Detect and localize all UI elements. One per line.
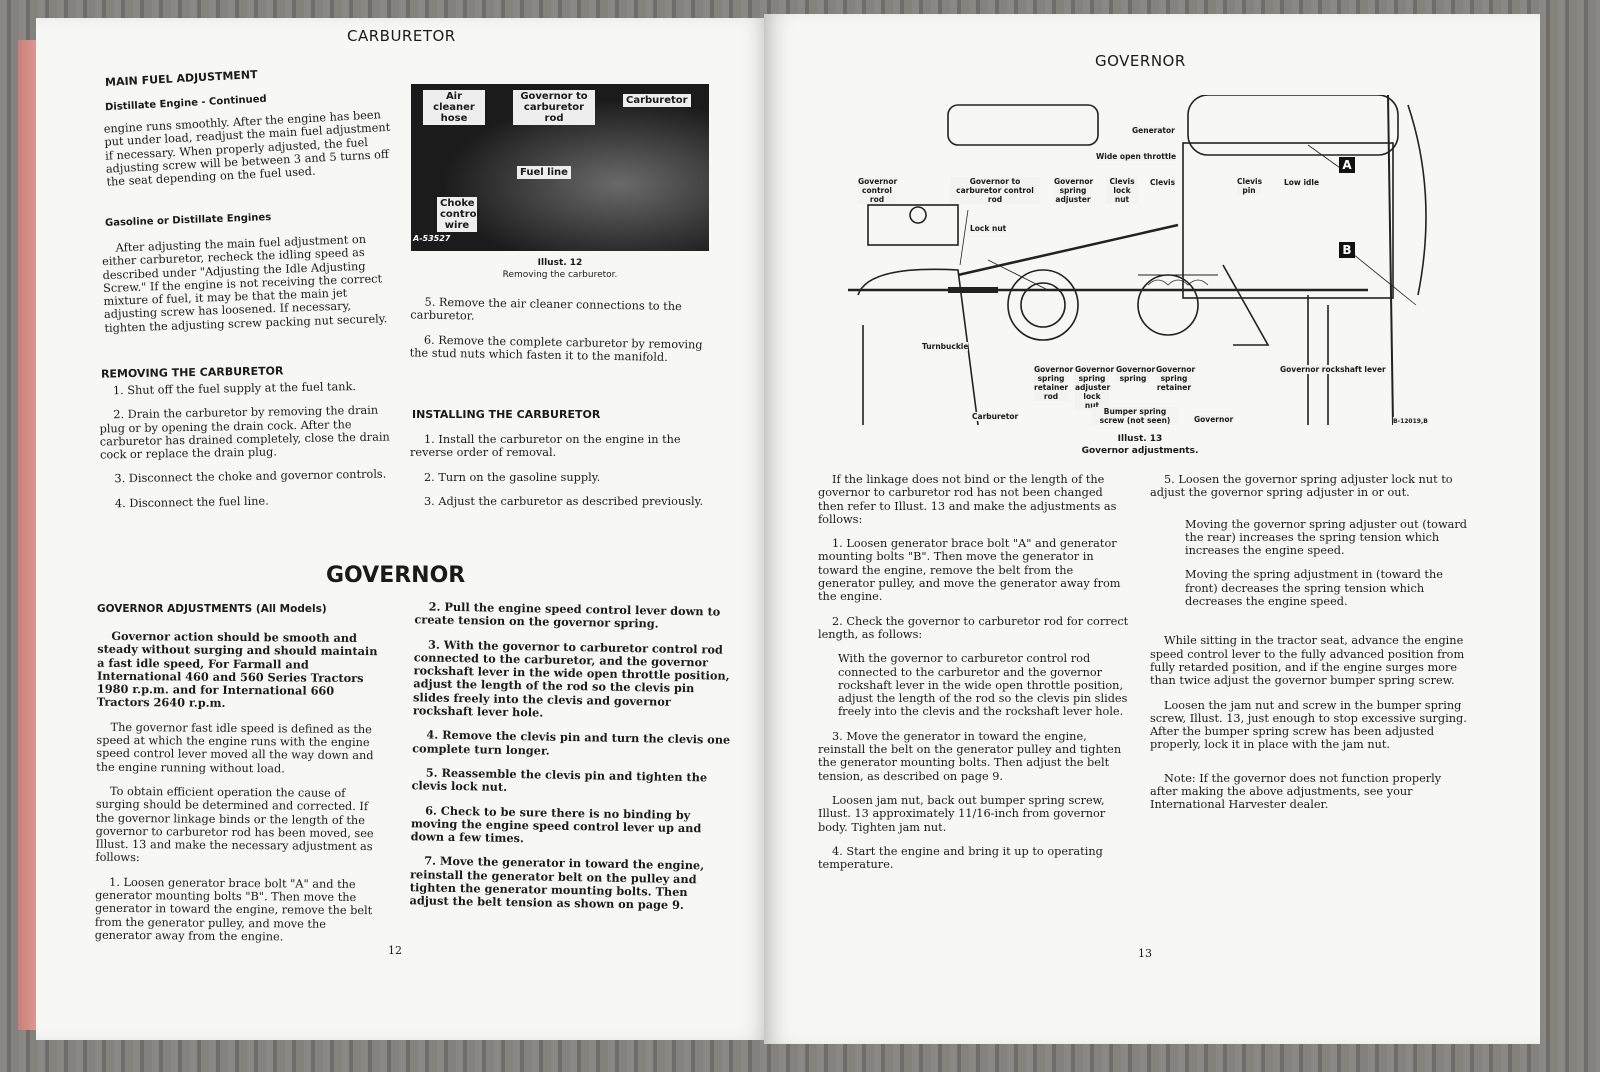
- photo-label: Governor to carburetor rod: [513, 90, 595, 125]
- note: Note: If the governor does not function …: [1150, 771, 1442, 812]
- diagram-label: Governor control rod: [858, 177, 898, 204]
- diagram-drawing: [848, 95, 1427, 426]
- diagram-label: Low idle: [1284, 178, 1320, 187]
- step: 1. Loosen generator brace bolt "A" and g…: [818, 537, 1121, 604]
- paragraph: Loosen the jam nut and screw in the bump…: [1150, 698, 1467, 752]
- photo-label: Fuel line: [517, 166, 571, 179]
- paragraph: While sitting in the tractor seat, advan…: [1150, 634, 1465, 688]
- diagram-label: Clevis lock nut: [1106, 177, 1138, 204]
- diagram-label: Clevis pin: [1237, 177, 1263, 195]
- page-title-carburetor: CARBURETOR: [347, 27, 456, 45]
- paragraph: Loosen jam nut, back out bumper spring s…: [818, 793, 1106, 834]
- photo-label: Carburetor: [623, 94, 691, 107]
- paragraph: Governor action should be smooth and ste…: [96, 628, 378, 711]
- photo-label: Choke control wire: [437, 197, 480, 232]
- diagram-label: Governor to carburetor control rod: [950, 177, 1040, 204]
- figure-caption: Illust. 12 Removing the carburetor.: [502, 258, 618, 280]
- step: 6. Remove the complete carburetor by rem…: [409, 333, 703, 364]
- diagram-label: Generator: [1132, 126, 1175, 135]
- page-title-governor: GOVERNOR: [1095, 52, 1186, 70]
- bolt-b-marker: B: [1339, 242, 1355, 258]
- bolt-a-marker: A: [1339, 157, 1355, 173]
- page-number: 12: [388, 944, 402, 957]
- figure-caption-title: Illust. 13: [1117, 434, 1163, 444]
- step: 4. Remove the clevis pin and turn the cl…: [412, 727, 731, 758]
- governor-diagram: Generator Wide open throttle Governor co…: [848, 95, 1440, 427]
- diagram-label: Governor: [1194, 415, 1234, 424]
- paragraph: After adjusting the main fuel adjustment…: [101, 232, 388, 335]
- photo-code: A-53527: [413, 234, 451, 243]
- figure-caption: Governor adjustments.: [1081, 446, 1199, 456]
- step: 5. Reassemble the clevis pin and tighten…: [411, 765, 708, 795]
- diagram-label: Governor spring adjuster lock nut: [1075, 365, 1115, 410]
- diagram-label: Wide open throttle: [1096, 152, 1177, 161]
- step: 3. Move the generator in toward the engi…: [818, 729, 1122, 783]
- carburetor-photo: Air cleaner hose Governor to carburetor …: [411, 84, 709, 251]
- page-number: 13: [1138, 947, 1152, 960]
- diagram-label: Turnbuckle: [922, 342, 969, 351]
- section-heading: INSTALLING THE CARBURETOR: [412, 408, 601, 421]
- paragraph: To obtain efficient operation the cause …: [95, 784, 374, 865]
- photo-label: Air cleaner hose: [423, 90, 485, 125]
- step: 2. Drain the carburetor by removing the …: [99, 403, 390, 462]
- step: 2. Check the governor to carburetor rod …: [818, 614, 1129, 641]
- diagram-label: Lock nut: [970, 224, 1007, 233]
- section-heading: GOVERNOR ADJUSTMENTS (All Models): [97, 603, 327, 615]
- governor-heading: GOVERNOR: [326, 563, 466, 588]
- paragraph: If the linkage does not bind or the leng…: [818, 473, 1117, 526]
- step: 4. Start the engine and bring it up to o…: [818, 844, 1103, 872]
- diagram-label: Governor spring: [1116, 365, 1156, 383]
- paragraph: The governor fast idle speed is defined …: [96, 720, 374, 776]
- step: 4. Disconnect the fuel line.: [114, 494, 269, 511]
- step: 2. Pull the engine speed control lever d…: [414, 599, 721, 631]
- paragraph: Moving the governor spring adjuster out …: [1185, 517, 1468, 558]
- step: 1. Loosen generator brace bolt "A" and t…: [94, 875, 373, 944]
- step: 7. Move the generator in toward the engi…: [409, 853, 705, 913]
- diagram-label: Carburetor: [972, 412, 1019, 421]
- diagram-label: Governor spring adjuster: [1054, 177, 1094, 204]
- step: 5. Loosen the governor spring adjuster l…: [1150, 473, 1453, 500]
- step: 3. Disconnect the choke and governor con…: [114, 468, 387, 486]
- step: 1. Install the carburetor on the engine …: [410, 433, 681, 460]
- paragraph: Moving the spring adjustment in (toward …: [1185, 568, 1443, 609]
- step: 6. Check to be sure there is no binding …: [410, 803, 702, 846]
- diagram-label: Governor spring retainer rod: [1034, 365, 1074, 401]
- diagram-code: B-12019,B: [1393, 417, 1428, 426]
- diagram-label: Governor spring retainer: [1156, 365, 1196, 392]
- paragraph: With the governor to carburetor control …: [838, 652, 1128, 719]
- step: 3. With the governor to carburetor contr…: [412, 637, 730, 720]
- diagram-label: Governor rockshaft lever: [1280, 365, 1386, 374]
- step: 5. Remove the air cleaner connections to…: [410, 295, 682, 323]
- diagram-label: Clevis: [1150, 178, 1176, 187]
- step: 2. Turn on the gasoline supply.: [424, 470, 601, 484]
- step: 3. Adjust the carburetor as described pr…: [424, 494, 704, 508]
- diagram-label: Bumper spring screw (not seen): [1092, 407, 1178, 425]
